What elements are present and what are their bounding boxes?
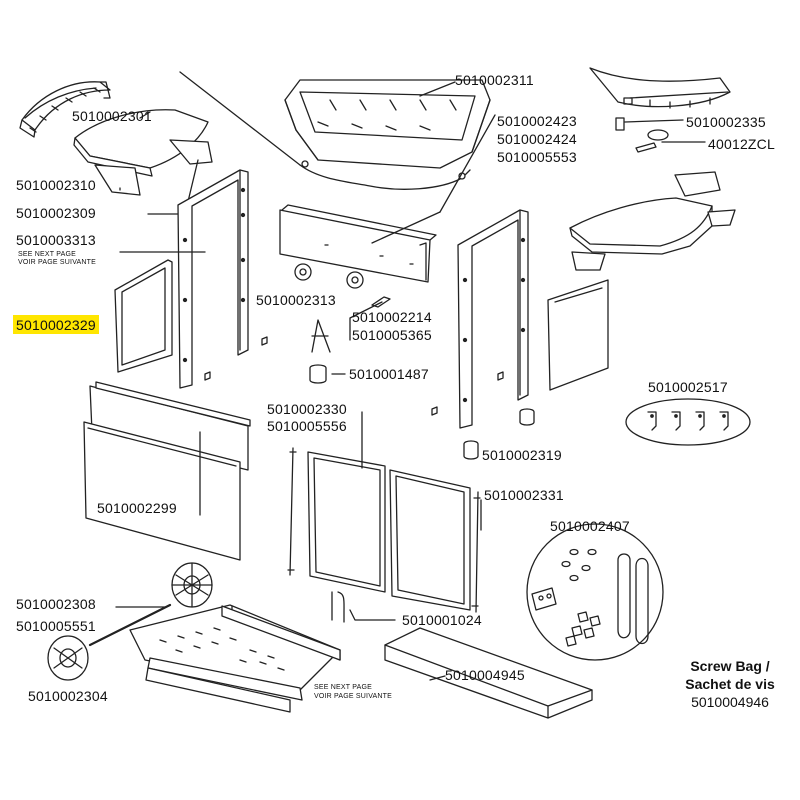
part-number-label: 5010001024 <box>402 612 482 628</box>
highlighted-part-number-label: 5010002329 <box>13 315 99 334</box>
part-number-label: 5010002311 <box>455 72 534 88</box>
leader-line <box>179 71 301 166</box>
part-number-label: 5010005553 <box>497 149 577 165</box>
back-panel-drawing <box>83 381 251 561</box>
screw-bag-part-number: 5010004946 <box>691 694 769 710</box>
part-number-label: 5010005365 <box>352 327 432 343</box>
part-number-label: 5010002424 <box>497 131 577 147</box>
part-number-label: 5010002299 <box>97 500 177 516</box>
leader-line <box>429 675 446 681</box>
part-number-label: 5010002517 <box>648 379 728 395</box>
bottom-panel-drawing <box>384 627 593 719</box>
door-handles-drawing <box>331 591 396 623</box>
part-number-label: 40012ZCL <box>708 136 775 152</box>
part-number-label: 5010002335 <box>686 114 766 130</box>
part-number-label: 5010001487 <box>349 366 429 382</box>
part-number-label: 5010002301 <box>72 108 152 124</box>
screw-bag-title: Screw Bag / <box>690 658 770 674</box>
screw-bag-title-fr: Sachet de vis <box>685 676 775 692</box>
see-next-page-note: SEE NEXT PAGE <box>314 684 372 691</box>
part-number-label: 5010002304 <box>28 688 108 704</box>
left-door-drawing <box>287 447 386 593</box>
part-number-label: 5010002310 <box>16 177 96 193</box>
part-number-label: 5010004945 <box>445 667 525 683</box>
right-door-drawing <box>389 469 481 613</box>
leader-line <box>349 301 383 341</box>
part-number-label: 5010005551 <box>16 618 96 634</box>
leader-line <box>419 81 456 97</box>
axle-drawing <box>88 603 172 647</box>
leader-line <box>371 211 441 244</box>
part-number-label: 5010002308 <box>16 596 96 612</box>
shelf-rail-drawing <box>145 605 341 713</box>
caster-drawing <box>463 408 535 460</box>
part-number-label: 5010002309 <box>16 205 96 221</box>
voir-page-suivante-note: VOIR PAGE SUIVANTE <box>18 259 97 266</box>
leader-line <box>439 114 496 213</box>
side-shelf-drawing <box>569 171 736 271</box>
part-number-label: 5010002423 <box>497 113 577 129</box>
leader-line <box>139 111 151 119</box>
control-panel-drawing <box>279 204 437 289</box>
voir-page-suivante-note: VOIR PAGE SUIVANTE <box>314 693 393 700</box>
part-number-label: 5010002313 <box>256 292 336 308</box>
part-number-label: 5010002331 <box>484 487 564 503</box>
firebox-drawing <box>284 79 491 190</box>
side-lid-drawing <box>73 109 213 196</box>
part-number-label: 5010005556 <box>267 418 347 434</box>
left-frame-drawing <box>177 169 268 389</box>
lid-shelf-drawing <box>589 67 731 109</box>
warming-rack-drawing <box>19 81 111 138</box>
wheel-large-drawing <box>171 562 213 608</box>
wheel-small-drawing <box>47 635 89 681</box>
right-frame-drawing <box>431 209 529 429</box>
leader-line <box>624 119 684 123</box>
hinge-brackets-drawing <box>625 398 751 446</box>
side-panel-drawing <box>114 259 173 373</box>
valve-knob-drawing <box>615 117 669 153</box>
see-next-page-note: SEE NEXT PAGE <box>18 251 76 258</box>
part-number-label: 5010003313 <box>16 232 96 248</box>
right-side-panel-drawing <box>547 279 609 391</box>
part-number-label: 5010002319 <box>482 447 562 463</box>
hardware-circle-drawing <box>526 523 664 661</box>
part-number-label: 5010002214 <box>352 309 432 325</box>
part-number-label: 5010002330 <box>267 401 347 417</box>
part-number-label: 5010002407 <box>550 518 630 534</box>
